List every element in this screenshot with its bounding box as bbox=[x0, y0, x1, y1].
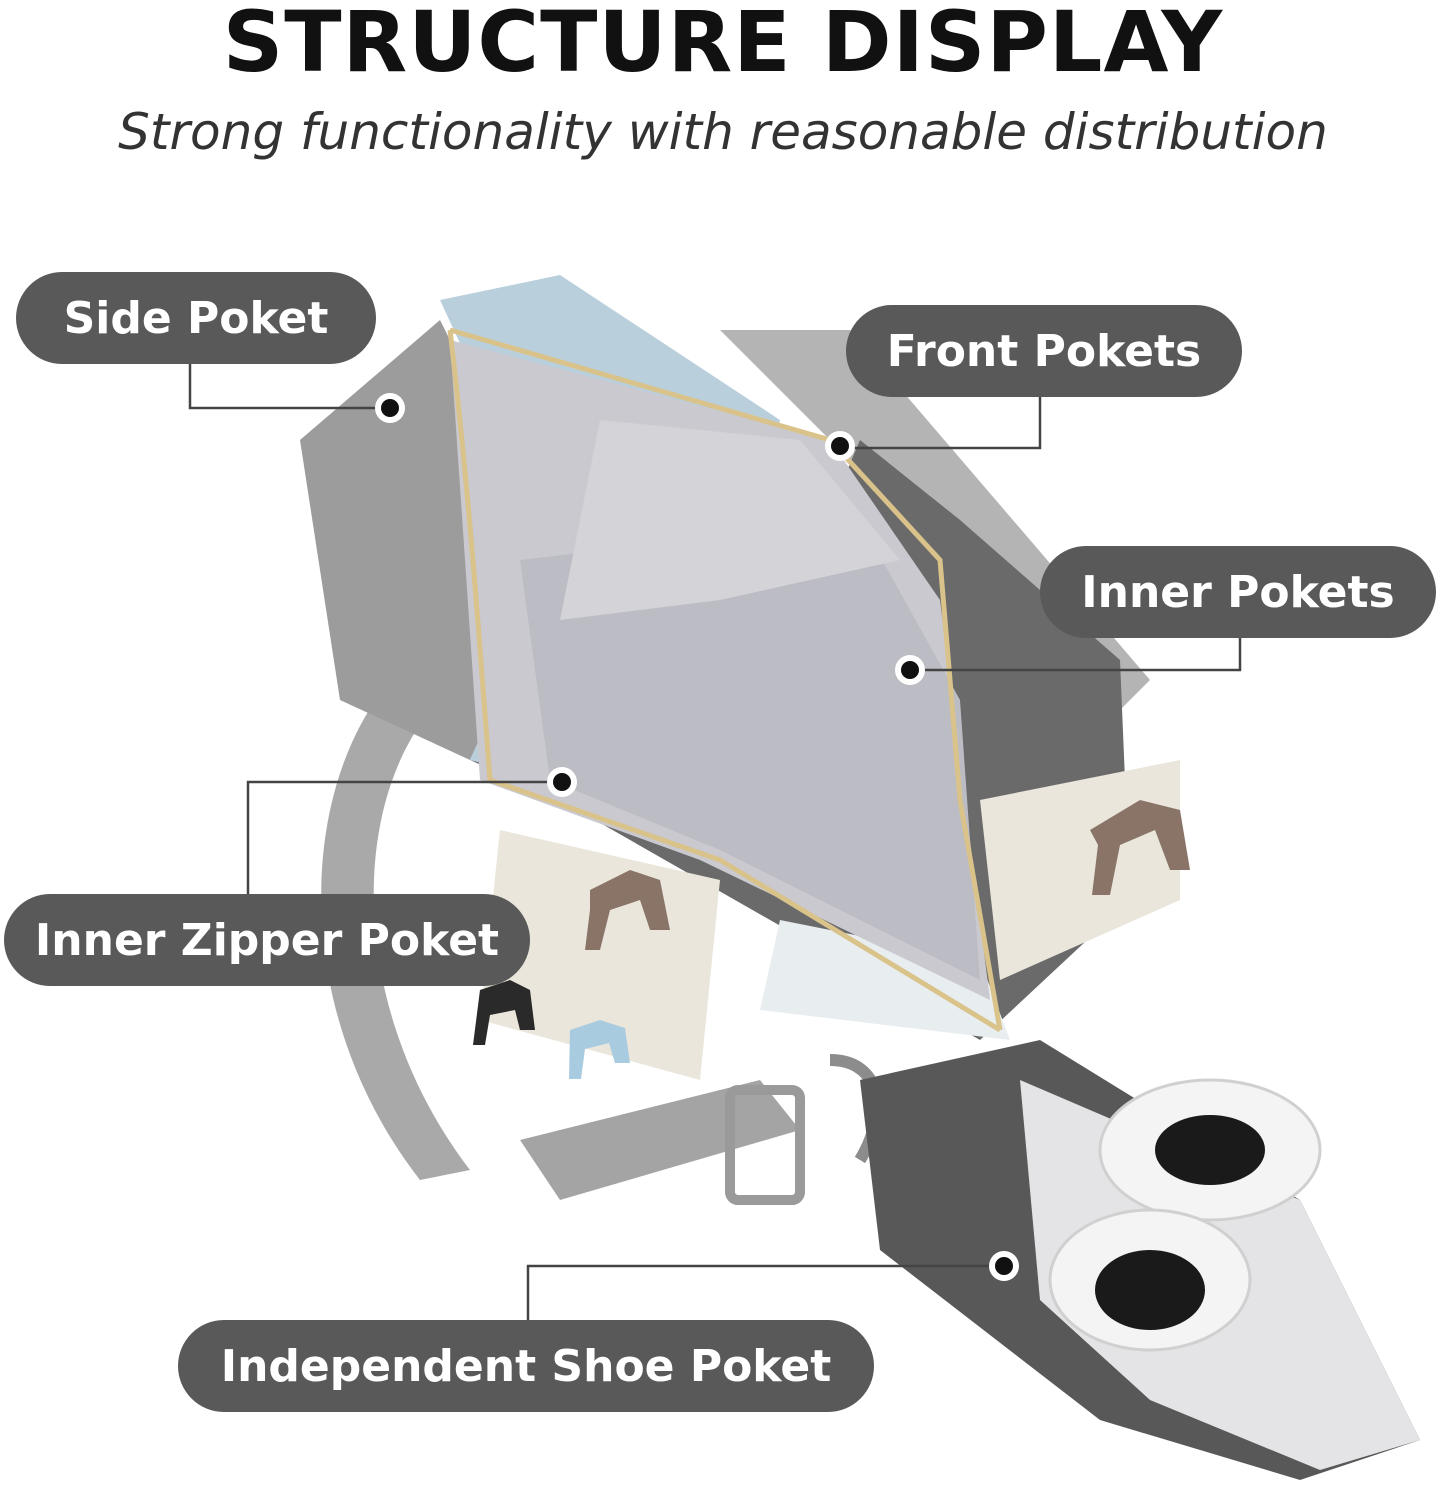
horse-4 bbox=[569, 1020, 630, 1079]
horse-1 bbox=[585, 870, 670, 950]
zipper-top bbox=[449, 327, 1003, 1031]
horse-2 bbox=[1090, 800, 1190, 895]
lining-inner bbox=[520, 520, 980, 980]
triangle-strip bbox=[760, 920, 1010, 1040]
sneaker-left-opening bbox=[1155, 1115, 1265, 1185]
leader-zip bbox=[246, 780, 562, 894]
lining-flap bbox=[560, 420, 900, 620]
leader-front bbox=[840, 397, 1042, 450]
leader-shoe bbox=[526, 1264, 1004, 1320]
horse-3 bbox=[473, 980, 535, 1045]
bottom-strap bbox=[520, 1080, 800, 1200]
page-title: STRUCTURE DISPLAY bbox=[222, 0, 1224, 91]
callout-front-pokets: Front Pokets bbox=[846, 305, 1242, 397]
page-subtitle: Strong functionality with reasonable dis… bbox=[118, 103, 1328, 161]
callout-independent-shoe-poket: Independent Shoe Poket bbox=[178, 1320, 874, 1412]
left-strap bbox=[321, 660, 470, 1180]
callout-inner-pokets: Inner Pokets bbox=[1040, 546, 1436, 638]
leader-side bbox=[188, 364, 390, 410]
callout-side-poket: Side Poket bbox=[16, 272, 376, 364]
zipper-left bbox=[447, 329, 1002, 1033]
leader-inner bbox=[910, 638, 1242, 672]
sneaker-right-opening bbox=[1095, 1250, 1205, 1330]
strap-buckle bbox=[725, 1085, 805, 1205]
callout-inner-zipper-poket: Inner Zipper Poket bbox=[4, 894, 530, 986]
